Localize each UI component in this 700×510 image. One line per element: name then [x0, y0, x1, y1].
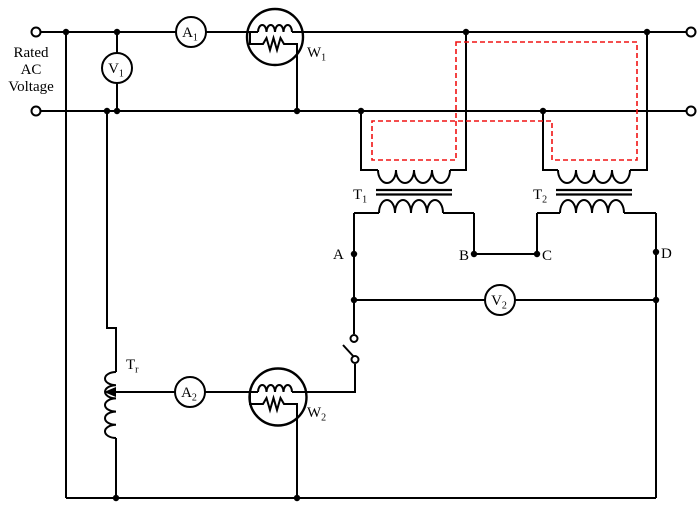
t2-secondary-winding	[537, 199, 656, 214]
junction-dot	[462, 28, 470, 36]
junction-dot	[357, 107, 365, 115]
node-b-dot	[470, 250, 478, 258]
t2-label: T2	[533, 187, 547, 206]
node-a-label: A	[333, 247, 344, 263]
switch-lower-wire	[292, 364, 356, 393]
secondary-loop-highlight	[371, 41, 638, 161]
a2-ammeter	[174, 376, 206, 408]
node-b-label: B	[459, 248, 469, 264]
t2-core	[556, 188, 632, 196]
labels: Rated AC Voltage A1 V1 W1 A2 V2 W2 T1 T2…	[8, 25, 672, 424]
a1-ammeter	[175, 16, 207, 48]
w2-potential-coil	[249, 392, 298, 498]
junction-dot	[643, 28, 651, 36]
w2-current-coil	[257, 384, 293, 393]
w1-potential-coil	[249, 32, 298, 111]
junction-dot	[113, 28, 121, 36]
source-label-line2: AC	[21, 62, 42, 78]
tr-feed-wire	[106, 111, 117, 372]
node-c-label: C	[542, 248, 552, 264]
node-c-dot	[533, 250, 541, 258]
junction-dot	[113, 107, 121, 115]
v2-label: V2	[491, 293, 507, 312]
junction-dot	[112, 494, 120, 502]
t1-primary-winding	[377, 169, 451, 184]
t1-secondary-winding	[354, 199, 474, 214]
junction-dot	[350, 296, 358, 304]
node-a-dot	[350, 250, 358, 258]
tr-winding	[104, 371, 117, 439]
v1-label: V1	[108, 61, 124, 80]
supply-terminal-top-right	[685, 26, 697, 38]
terminals	[30, 26, 697, 364]
t2-primary-winding	[557, 169, 631, 184]
t1-label: T1	[353, 187, 367, 206]
meter-cases	[101, 7, 516, 427]
junctions	[62, 28, 660, 502]
tr-label: Tr	[126, 357, 139, 376]
source-label-line3: Voltage	[8, 79, 54, 95]
t2-primary-right-lead	[630, 32, 648, 171]
t1-core	[376, 188, 452, 196]
junction-dot	[652, 296, 660, 304]
v2-voltmeter	[484, 284, 516, 316]
node-d-dot	[652, 248, 660, 256]
switch-upper-terminal	[349, 334, 359, 343]
junction-dot	[539, 107, 547, 115]
a1-label: A1	[182, 25, 198, 44]
a2-label: A2	[181, 385, 197, 404]
t2-primary-left-lead	[542, 111, 558, 171]
source-label-line1: Rated	[14, 45, 49, 61]
w1-wattmeter-case	[245, 7, 305, 67]
switch-lower-terminal	[350, 355, 360, 364]
v1-voltmeter	[101, 52, 133, 84]
w1-label: W1	[307, 45, 326, 64]
junction-dot	[103, 107, 111, 115]
node-d-label: D	[661, 246, 672, 262]
w2-wattmeter-case	[248, 367, 308, 427]
junction-dot	[293, 107, 301, 115]
junction-dot	[62, 28, 70, 36]
w2-label: W2	[307, 405, 326, 424]
supply-terminal-bottom-left	[30, 105, 42, 117]
junction-dot	[293, 494, 301, 502]
t1-primary-left-lead	[360, 111, 378, 171]
supply-terminal-top-left	[30, 26, 42, 38]
t1-primary-right-lead	[450, 32, 467, 171]
tr-tap-arrow	[104, 387, 116, 397]
switch-blade	[342, 344, 355, 358]
w1-current-coil	[257, 24, 293, 33]
supply-terminal-bottom-right	[685, 105, 697, 117]
